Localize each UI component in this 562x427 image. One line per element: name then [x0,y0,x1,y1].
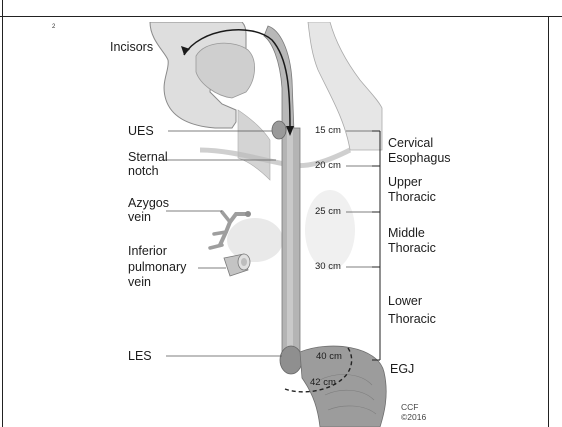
label-ipv-1: Inferior [128,244,167,258]
region-cervical-1: Cervical [388,136,433,150]
region-egj: EGJ [390,362,414,376]
region-middle-1: Middle [388,226,425,240]
label-ipv-3: vein [128,275,151,289]
distance-30cm: 30 cm [315,261,341,272]
distance-25cm: 25 cm [315,206,341,217]
credit-line-2: ©2016 [401,413,426,422]
distance-42cm: 42 cm [310,377,336,388]
slide-number: 2 [52,24,55,30]
credit-line-1: CCF [401,403,418,412]
label-ipv-2: pulmonary [128,260,186,274]
ues-ring [272,121,286,139]
label-ues: UES [128,124,154,138]
les-sphincter [280,346,302,374]
region-upper-2: Thoracic [388,190,436,204]
label-incisors: Incisors [110,40,153,54]
region-middle-2: Thoracic [388,241,436,255]
throat-tissue [238,110,270,180]
region-upper-1: Upper [388,175,422,189]
slide-left-edge [2,0,3,427]
label-sternal-notch-2: notch [128,164,159,178]
label-azygos-1: Azygos [128,196,169,210]
region-lower-2: Thoracic [388,312,436,326]
distance-20cm: 20 cm [315,160,341,171]
region-cervical-2: Esophagus [388,151,451,165]
label-sternal-notch-1: Sternal [128,150,168,164]
slide-right-edge [548,16,549,427]
distance-15cm: 15 cm [315,125,341,136]
region-lower-1: Lower [388,294,422,308]
slide-top-edge [0,16,562,17]
label-azygos-2: vein [128,210,151,224]
label-les: LES [128,349,152,363]
distance-40cm: 40 cm [316,351,342,362]
